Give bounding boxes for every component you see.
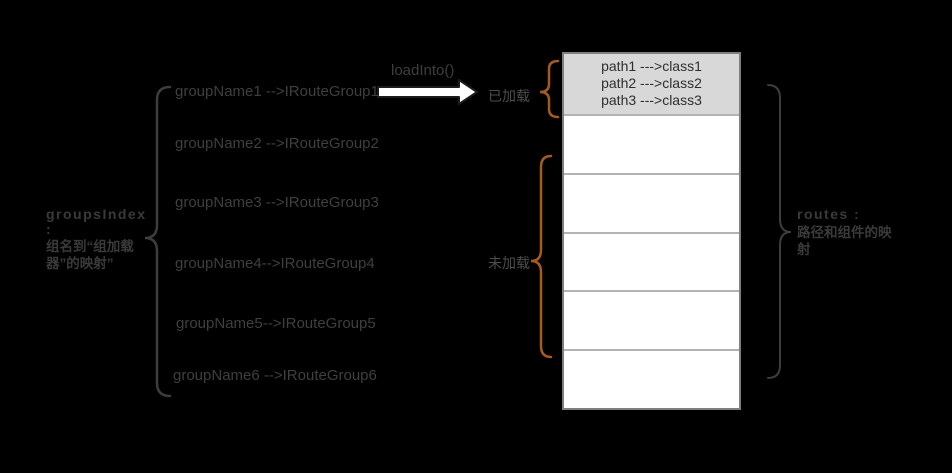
routes-cell-empty	[564, 349, 739, 408]
group-mapping-row: groupName1 -->IRouteGroup1	[175, 83, 379, 100]
group-mapping-row: groupName5-->IRouteGroup5	[176, 315, 376, 332]
group-mapping-row: groupName2 -->IRouteGroup2	[175, 135, 379, 152]
routes-cell-loaded: path1 --->class1 path2 --->class2 path3 …	[564, 54, 739, 114]
route-entry: path2 --->class2	[601, 75, 702, 91]
loaded-status-label: 已加载	[488, 88, 530, 104]
routes-title: routes :	[797, 206, 861, 222]
routes-cell-empty	[564, 231, 739, 291]
route-entry: path3 --->class3	[601, 92, 702, 108]
group-mapping-row: groupName6 -->IRouteGroup6	[173, 367, 377, 384]
groups-index-label: groupsIndex : 组名到“组加载器”的映射”	[46, 206, 150, 272]
unloaded-status-label: 未加载	[488, 255, 530, 271]
unloaded-brace-icon	[530, 154, 553, 359]
routes-cell-empty	[564, 114, 739, 173]
groups-index-colon: :	[46, 221, 51, 237]
routes-description: 路径和组件的映射	[797, 225, 892, 257]
routes-label: routes : 路径和组件的映射	[797, 206, 897, 258]
groups-index-title: groupsIndex	[46, 206, 147, 222]
routes-cell-empty	[564, 290, 739, 350]
group-mapping-row: groupName4-->IRouteGroup4	[175, 255, 375, 272]
groups-brace-icon	[144, 85, 172, 398]
group-mapping-row: groupName3 -->IRouteGroup3	[175, 194, 379, 211]
route-entry: path1 --->class1	[601, 58, 702, 74]
routes-table: path1 --->class1 path2 --->class2 path3 …	[562, 52, 741, 410]
routes-brace-icon	[767, 84, 792, 379]
load-into-label: loadInto()	[391, 62, 455, 79]
loaded-brace-icon	[539, 59, 560, 119]
routes-cell-empty	[564, 172, 739, 232]
load-arrow-icon	[377, 79, 478, 105]
groups-index-description: 组名到“组加载器”的映射”	[46, 239, 134, 271]
